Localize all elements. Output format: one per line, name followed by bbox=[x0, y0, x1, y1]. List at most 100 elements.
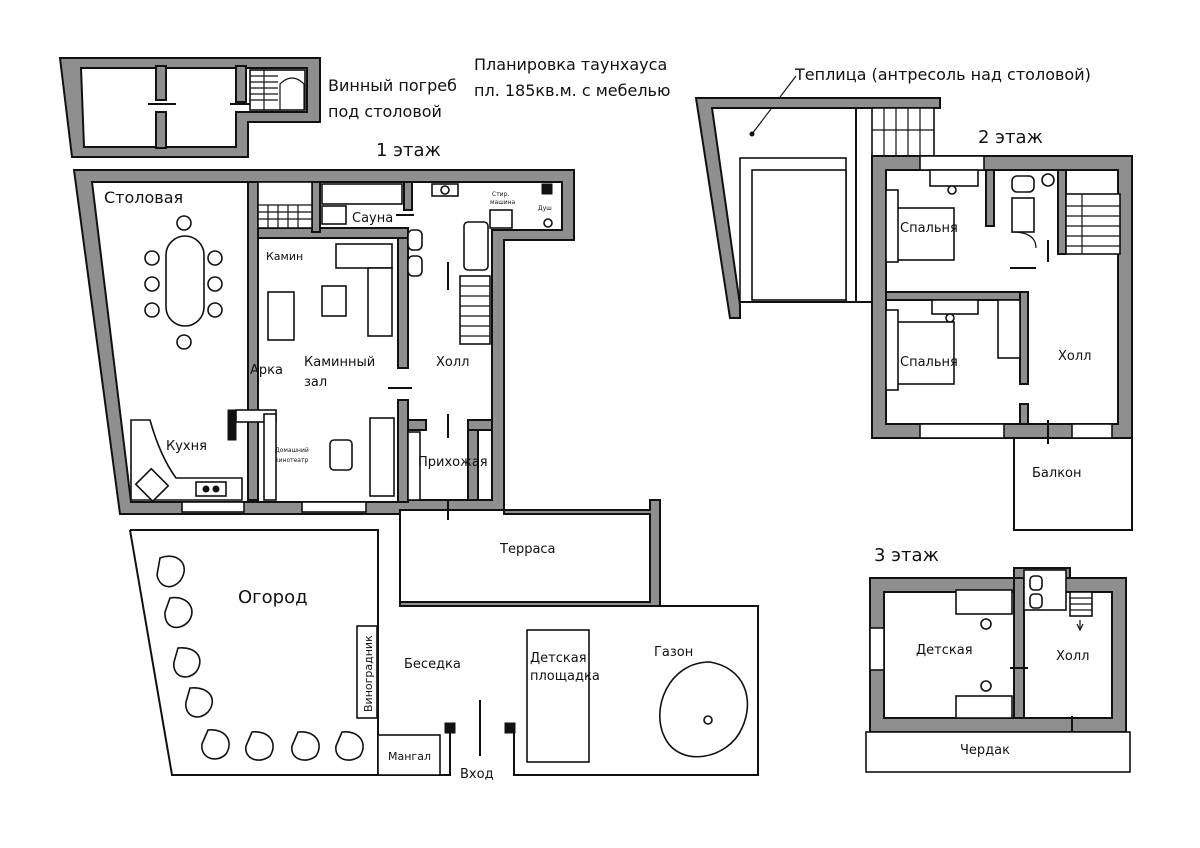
room-label-home-cinema: Домашний bbox=[275, 447, 309, 454]
cellar-label: Винный погреб bbox=[328, 76, 457, 95]
dining-table-set bbox=[144, 215, 223, 350]
room-label-shower: Душ bbox=[538, 205, 552, 212]
chair bbox=[947, 185, 957, 195]
room-label-garden: Огород bbox=[238, 587, 308, 608]
wardrobe bbox=[929, 169, 979, 187]
cellar-partition bbox=[155, 111, 167, 149]
window bbox=[869, 627, 885, 671]
bathroom-fixtures bbox=[1011, 173, 1055, 249]
room-label-fireplace-hall: Каминный bbox=[304, 355, 375, 370]
room-label-dining: Столовая bbox=[104, 188, 183, 207]
desk bbox=[997, 299, 1021, 359]
gate-post bbox=[444, 722, 456, 734]
plan-title: Планировка таунхауса bbox=[474, 55, 667, 74]
interior-wall bbox=[257, 227, 409, 239]
garden-outline bbox=[129, 529, 378, 776]
room-label-vineyard: Виноградник bbox=[362, 635, 375, 712]
interior-wall bbox=[1019, 291, 1029, 385]
room-label-bedroom-1: Спальня bbox=[900, 221, 958, 236]
yard-outline bbox=[400, 605, 759, 776]
garden-beds bbox=[156, 555, 364, 761]
stairs bbox=[871, 107, 935, 157]
bed bbox=[955, 589, 1013, 615]
room-label-floor2-hall: Холл bbox=[1058, 349, 1091, 364]
room-label-playground: Детская bbox=[530, 651, 587, 666]
attic-outline bbox=[865, 731, 1131, 773]
room-label-playground: площадка bbox=[530, 669, 600, 684]
cellar-label: под столовой bbox=[328, 102, 442, 121]
home-cinema-furniture bbox=[329, 417, 421, 501]
room-label-fireplace: Камин bbox=[266, 250, 303, 263]
plan-subtitle: пл. 185кв.м. с мебелью bbox=[474, 81, 670, 100]
room-label-attic: Чердак bbox=[960, 743, 1010, 758]
fireplace-hall-furniture bbox=[267, 243, 393, 341]
stairs bbox=[459, 275, 491, 345]
floor-2 bbox=[694, 97, 1133, 531]
room-label-entrance: Вход bbox=[460, 767, 494, 782]
greenhouse-frame bbox=[751, 169, 847, 301]
cellar-walls bbox=[58, 57, 321, 158]
stairs bbox=[1069, 591, 1112, 632]
lawn-fountain bbox=[703, 715, 713, 725]
room-label-kitchen: Кухня bbox=[166, 439, 207, 454]
interior-wall bbox=[397, 399, 409, 503]
bed-headboard bbox=[885, 189, 899, 263]
room-label-floor3-hall: Холл bbox=[1056, 649, 1089, 664]
room-label-grill: Мангал bbox=[388, 750, 431, 763]
bed bbox=[955, 695, 1013, 719]
window bbox=[301, 501, 367, 513]
room-label-sauna: Сауна bbox=[352, 211, 393, 226]
interior-wall bbox=[885, 291, 1027, 301]
greenhouse-leader-dot bbox=[749, 131, 755, 137]
sauna-fixtures bbox=[321, 183, 403, 225]
window bbox=[181, 501, 245, 513]
chair bbox=[980, 680, 992, 692]
interior-wall bbox=[397, 237, 409, 369]
room-label-hallway: Прихожая bbox=[418, 455, 488, 470]
room-label-laundry: Стир. bbox=[492, 191, 509, 198]
room-label-gazebo: Беседка bbox=[404, 657, 461, 672]
room-label-bedroom-2: Спальня bbox=[900, 355, 958, 370]
bed-headboard bbox=[885, 309, 899, 391]
chair bbox=[980, 618, 992, 630]
room-label-fireplace-hall: зал bbox=[304, 375, 327, 390]
interior-wall bbox=[1019, 403, 1029, 425]
lawn-pond bbox=[658, 661, 749, 758]
wardrobe bbox=[931, 299, 979, 315]
sink bbox=[1029, 593, 1043, 609]
room-label-balcony: Балкон bbox=[1032, 466, 1082, 481]
vineyard-box bbox=[356, 625, 378, 719]
kitchen-fixtures bbox=[130, 409, 277, 503]
floor1-heading: 1 этаж bbox=[376, 140, 441, 161]
floor-3 bbox=[865, 567, 1131, 773]
interior-wall bbox=[311, 181, 321, 233]
interior-wall bbox=[407, 419, 427, 431]
floor-1 bbox=[72, 169, 759, 776]
grill-box bbox=[377, 734, 441, 776]
interior-wall bbox=[403, 181, 413, 211]
bathroom-fixtures bbox=[407, 183, 553, 277]
gate-post bbox=[504, 722, 516, 734]
room-label-terrace: Терраса bbox=[499, 542, 556, 557]
greenhouse-label: Теплица (антресоль над столовой) bbox=[794, 65, 1091, 84]
floor2-heading: 2 этаж bbox=[978, 127, 1043, 148]
interior-wall bbox=[467, 429, 479, 501]
room-label-hall: Холл bbox=[436, 355, 469, 370]
floor3-heading: 3 этаж bbox=[874, 545, 939, 566]
interior-wall bbox=[985, 169, 995, 227]
interior-wall bbox=[1057, 169, 1067, 255]
room-label-arch: Арка bbox=[250, 363, 283, 378]
cellar-partition bbox=[235, 65, 247, 103]
wine-cellar bbox=[58, 57, 321, 158]
stairs bbox=[1065, 193, 1121, 255]
cellar-partition bbox=[155, 65, 167, 101]
room-label-laundry: машина bbox=[490, 199, 516, 206]
toilet bbox=[1029, 575, 1043, 591]
chair bbox=[945, 313, 955, 323]
stairs bbox=[257, 181, 313, 229]
interior-wall bbox=[1013, 567, 1025, 719]
window bbox=[1071, 423, 1113, 439]
interior-wall bbox=[247, 181, 259, 501]
greenhouse-wall bbox=[694, 97, 941, 319]
